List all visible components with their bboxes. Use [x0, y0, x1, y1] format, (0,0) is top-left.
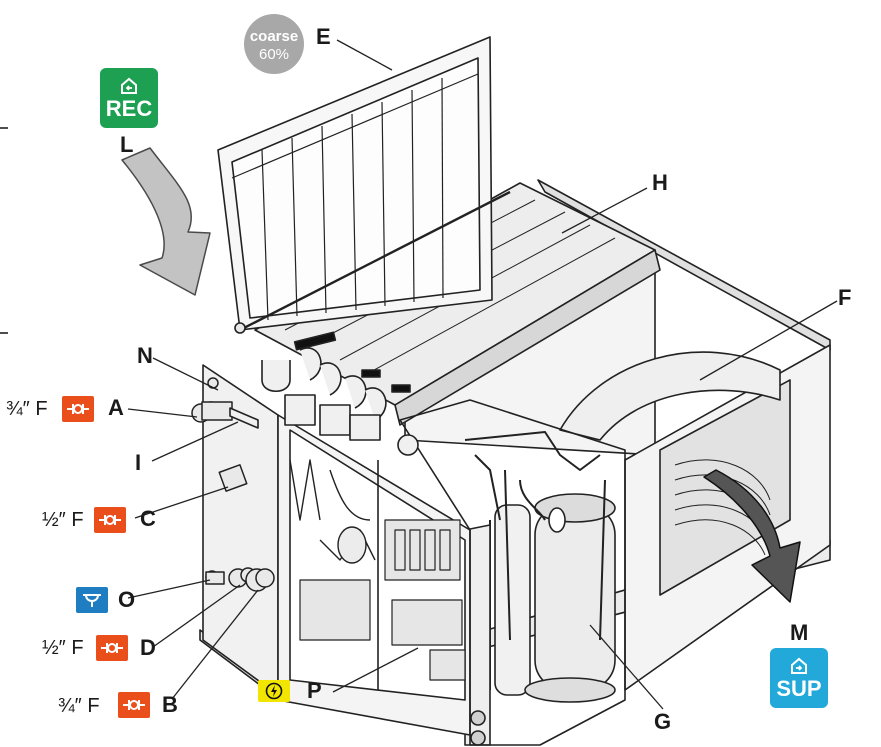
electrical-supply-icon	[265, 682, 283, 700]
label-g: G	[654, 709, 672, 734]
water-connection-d	[96, 635, 128, 661]
rec-label: REC	[105, 96, 153, 121]
label-m: M	[790, 620, 809, 645]
sup-label: SUP	[776, 676, 822, 701]
filter-class-text: coarse	[249, 28, 299, 45]
electrical-supply	[258, 680, 290, 702]
size-d: ½″ F	[42, 637, 84, 659]
label-n: N	[137, 343, 153, 368]
water-connection-a	[62, 396, 94, 422]
label-i: I	[135, 450, 142, 475]
label-e: E	[316, 24, 331, 49]
water-connection-b	[118, 692, 150, 718]
front-right-panel	[399, 399, 626, 746]
supply-air-arrow	[703, 469, 801, 603]
return-air-icon	[121, 77, 137, 94]
label-c: C	[140, 506, 156, 531]
size-b: ¾″ F	[58, 695, 100, 717]
water-connection-icon	[123, 700, 145, 710]
coil-face	[394, 249, 661, 426]
label-b: B	[162, 692, 178, 717]
label-a: A	[108, 395, 124, 420]
return-air-arrow	[121, 147, 211, 296]
label-f: F	[838, 285, 852, 310]
supply-air-icon	[791, 657, 807, 674]
water-connection-icon	[67, 404, 89, 414]
return-air-tile: REC	[100, 68, 158, 128]
water-connection-icon	[99, 515, 121, 525]
supply-air-tile: SUP	[770, 648, 828, 708]
size-c: ½″ F	[42, 509, 84, 531]
label-h: H	[652, 170, 668, 195]
condensate-drain	[76, 587, 108, 613]
water-connection-c	[94, 507, 126, 533]
label-d: D	[140, 635, 156, 660]
water-connection-icon	[101, 643, 123, 653]
label-p: P	[307, 678, 322, 703]
size-a: ¾″ F	[6, 398, 48, 420]
label-o: O	[118, 587, 136, 612]
filter-efficiency-text: 60%	[258, 46, 290, 63]
condensate-drain-icon	[83, 594, 101, 607]
label-l: L	[120, 132, 134, 157]
filter-class-badge: coarse 60%	[244, 14, 304, 74]
